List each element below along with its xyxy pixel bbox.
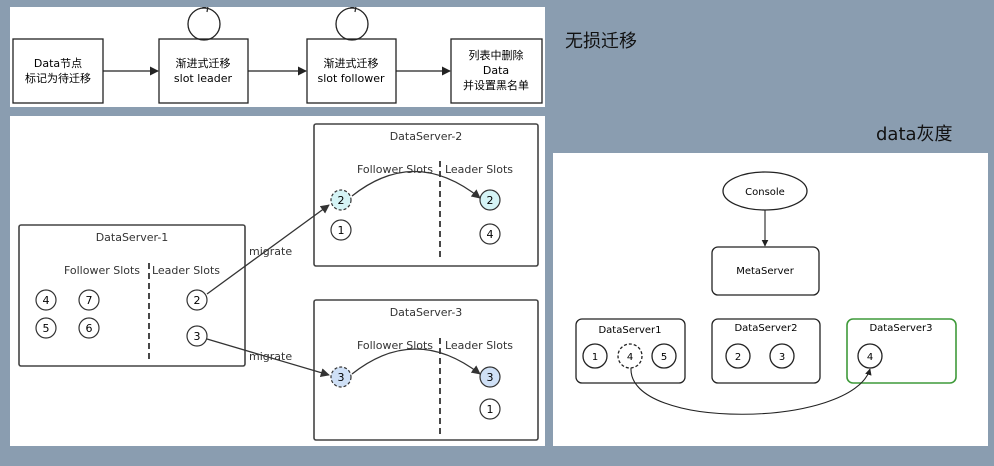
flow-step-4: [450, 38, 543, 104]
migration-panel: DataServer-1 Follower Slots Leader Slots…: [10, 116, 545, 446]
migrate-label: migrate: [249, 245, 292, 258]
slot: 4: [35, 289, 57, 311]
flow-step-4-line-3: 并设置黑名单: [463, 78, 529, 92]
heading-data-gray: data灰度: [876, 124, 953, 145]
slot-highlighted: 2: [479, 189, 501, 211]
dataserver-1-leader-label: Leader Slots: [152, 264, 220, 277]
dataserver-3-title: DataServer-3: [390, 306, 463, 319]
flow-step-3-line-2: slot follower: [317, 72, 385, 85]
flow-step-3: [306, 38, 397, 104]
slot-label: 2: [735, 352, 741, 363]
migration-diagram: DataServer-1 Follower Slots Leader Slots…: [18, 123, 539, 441]
gray-migrate-arrow: [630, 367, 872, 415]
ds3-curve-arrow: [351, 348, 481, 375]
slot: 3: [769, 343, 795, 369]
flow-step-4-line-2: Data: [483, 64, 509, 77]
slot-label: 6: [86, 322, 93, 335]
slot: 5: [35, 317, 57, 339]
flow-step-2-line-1: 渐进式迁移: [176, 56, 231, 70]
loop-icon: [335, 7, 369, 41]
slot: 1: [479, 398, 501, 420]
flow-step-3-line-1: 渐进式迁移: [324, 56, 379, 70]
dataserver-3-leader-label: Leader Slots: [445, 339, 513, 352]
console-label: Console: [745, 187, 785, 198]
flow-diagram: Data节点 标记为待迁移 渐进式迁移 slot leader 渐进式迁移 sl…: [12, 5, 543, 104]
gray-panel: Console MetaServer DataServer1 1 4 5 Dat…: [553, 153, 988, 446]
metaserver-label: MetaServer: [736, 266, 795, 277]
slot-label: 2: [487, 194, 494, 207]
slot-label: 3: [487, 371, 494, 384]
slot-label: 1: [338, 224, 345, 237]
ds2-curve-arrow: [351, 170, 481, 199]
migrate-arrow-to-ds3: [206, 338, 330, 378]
slot: 5: [651, 343, 677, 369]
flow-step-4-line-1: 列表中删除: [469, 48, 524, 62]
dataserver-2-follower-label: Follower Slots: [357, 163, 433, 176]
dataserver1-label: DataServer1: [598, 325, 661, 336]
metaserver-node: [711, 246, 820, 296]
slot: 3: [186, 325, 208, 347]
slot-label: 7: [86, 294, 93, 307]
slot-migrating: 4: [617, 343, 643, 369]
slot-label: 4: [867, 352, 873, 363]
slot-label: 5: [43, 322, 50, 335]
slot-label: 3: [194, 330, 201, 343]
slot-label: 4: [627, 352, 633, 363]
dataserver-1-title: DataServer-1: [96, 231, 169, 244]
slot: 2: [186, 289, 208, 311]
dataserver2-label: DataServer2: [734, 323, 797, 334]
flow-step-2-line-2: slot leader: [174, 72, 233, 85]
slot: 7: [78, 289, 100, 311]
dataserver-2-leader-label: Leader Slots: [445, 163, 513, 176]
flow-step-1-line-2: 标记为待迁移: [25, 71, 91, 85]
flow-step-1: [12, 38, 104, 104]
flow-step-1-line-1: Data节点: [34, 57, 82, 70]
slot-label: 3: [338, 371, 345, 384]
slot-label: 2: [338, 194, 345, 207]
slot: 4: [479, 223, 501, 245]
slot-label: 4: [43, 294, 50, 307]
migrate-arrow-to-ds2: [206, 204, 330, 295]
slot-label: 5: [661, 352, 667, 363]
gray-diagram: Console MetaServer DataServer1 1 4 5 Dat…: [575, 171, 957, 415]
slot-label: 4: [487, 228, 494, 241]
slot: 1: [330, 219, 352, 241]
slot-label: 1: [592, 352, 598, 363]
loop-icon: [187, 7, 221, 41]
slot: 1: [582, 343, 608, 369]
slot-highlighted: 3: [479, 366, 501, 388]
dataserver-2-title: DataServer-2: [390, 130, 463, 143]
dataserver-1-follower-label: Follower Slots: [64, 264, 140, 277]
slot-label: 3: [779, 352, 785, 363]
slot-migrating: 3: [330, 366, 352, 388]
slot-label: 1: [487, 403, 494, 416]
flow-step-2: [158, 38, 249, 104]
slot: 4: [857, 343, 883, 369]
flow-panel: Data节点 标记为待迁移 渐进式迁移 slot leader 渐进式迁移 sl…: [10, 5, 545, 107]
slot-label: 2: [194, 294, 201, 307]
slot: 2: [725, 343, 751, 369]
migrate-label: migrate: [249, 350, 292, 363]
slot-migrating: 2: [330, 189, 352, 211]
dataserver3-label: DataServer3: [869, 323, 932, 334]
slot: 6: [78, 317, 100, 339]
heading-lossless-migration: 无损迁移: [565, 31, 637, 52]
dataserver-3-follower-label: Follower Slots: [357, 339, 433, 352]
